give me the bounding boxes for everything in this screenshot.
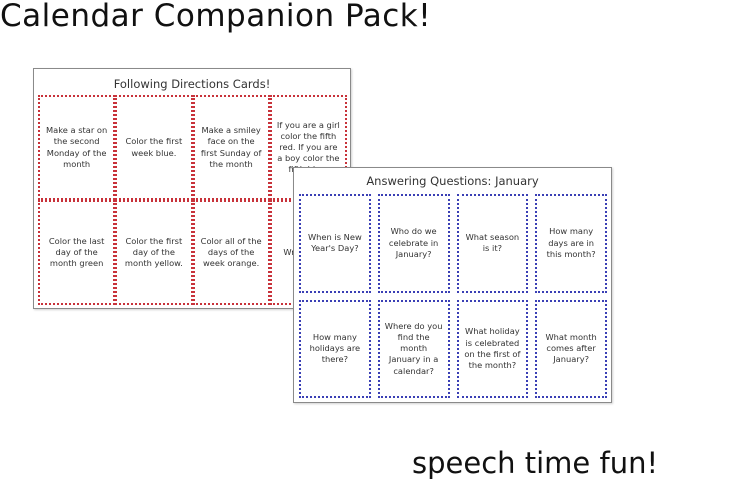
footer-signature: speech time fun! — [412, 446, 659, 480]
questions-sheet-title: Answering Questions: January — [366, 174, 539, 188]
question-card: Who do we celebrate in January? — [377, 194, 450, 293]
direction-card: Color the first day of the month yellow. — [115, 200, 193, 305]
question-card: What season is it? — [456, 194, 529, 293]
question-card: What month comes after January? — [535, 299, 607, 398]
direction-card: Make a star on the second Monday of the … — [38, 95, 116, 200]
question-card: What holiday is celebrated on the first … — [456, 299, 529, 398]
directions-card-grid: Make a star on the second Monday of the … — [38, 95, 347, 305]
page-title: Calendar Companion Pack! — [0, 0, 432, 34]
questions-card-grid: When is New Year's Day? Who do we celebr… — [299, 194, 607, 398]
question-card: How many days are in this month? — [535, 194, 607, 293]
questions-sheet: Answering Questions: January When is New… — [293, 167, 612, 403]
question-card: How many holidays are there? — [299, 299, 371, 398]
direction-card: Color the first week blue. — [115, 95, 193, 200]
direction-card: Make a smiley face on the first Sunday o… — [192, 95, 270, 200]
direction-card: Color all of the days of the week orange… — [192, 200, 270, 305]
question-card: When is New Year's Day? — [299, 194, 371, 293]
question-card: Where do you find the month January in a… — [377, 299, 450, 398]
direction-card: Color the last day of the month green — [38, 200, 116, 305]
directions-sheet-title: Following Directions Cards! — [113, 77, 271, 91]
